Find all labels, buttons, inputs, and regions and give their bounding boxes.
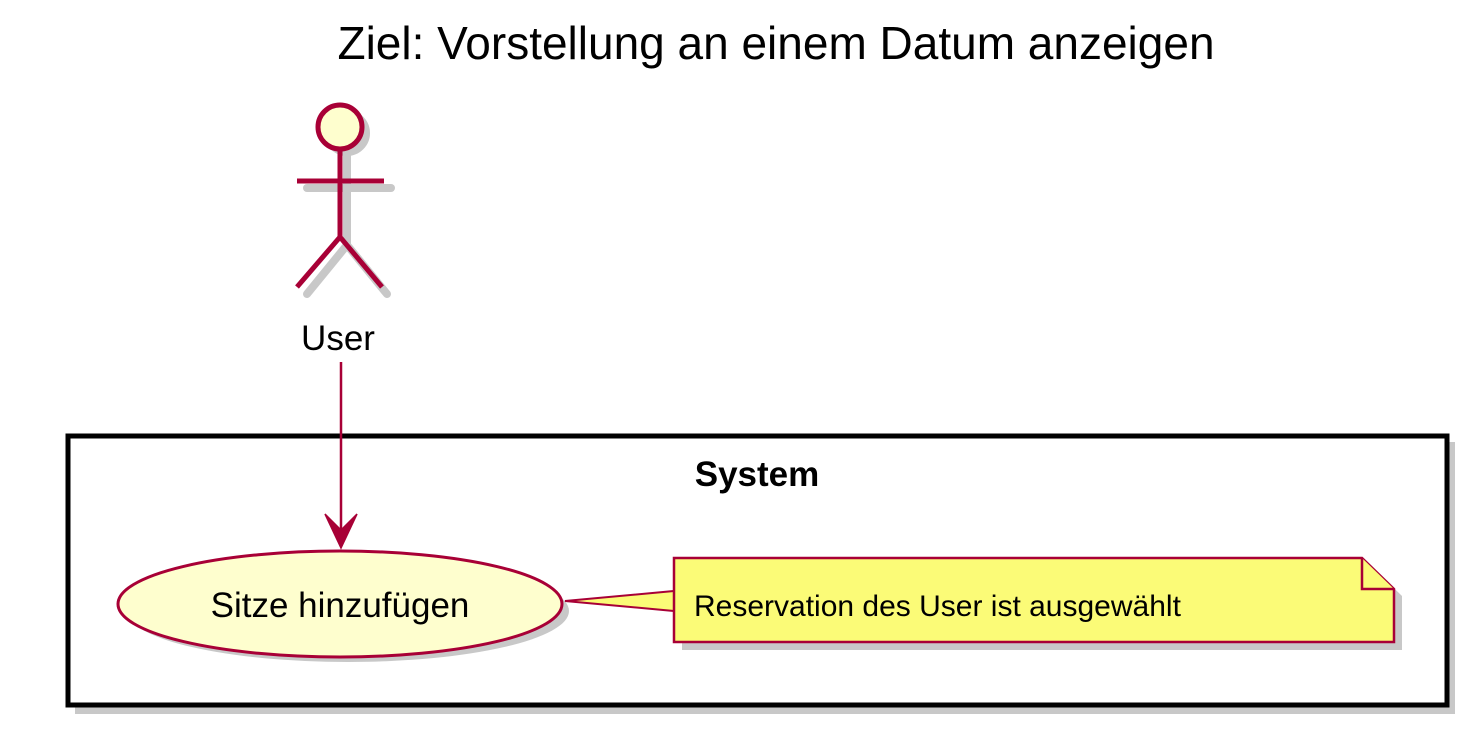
note: Reservation des User ist ausgewählt: [672, 556, 1402, 650]
note-fold-icon: [1360, 558, 1394, 591]
actor-label: User: [301, 319, 375, 358]
association-arrow: [324, 362, 358, 550]
use-case-label: Sitze hinzufügen: [211, 586, 470, 625]
stick-figure-actor-icon: [295, 102, 384, 289]
use-case-sitze-hinzufuegen: Sitze hinzufügen: [116, 549, 569, 662]
use-case-ellipse: [116, 549, 564, 659]
arrow-head-icon: [324, 513, 358, 550]
note-body: [672, 556, 1396, 644]
actor-user: User: [295, 102, 395, 358]
diagram-title: Ziel: Vorstellung an einem Datum anzeige…: [337, 17, 1214, 69]
system-label: System: [695, 455, 820, 494]
note-text: Reservation des User ist ausgewählt: [694, 590, 1182, 623]
